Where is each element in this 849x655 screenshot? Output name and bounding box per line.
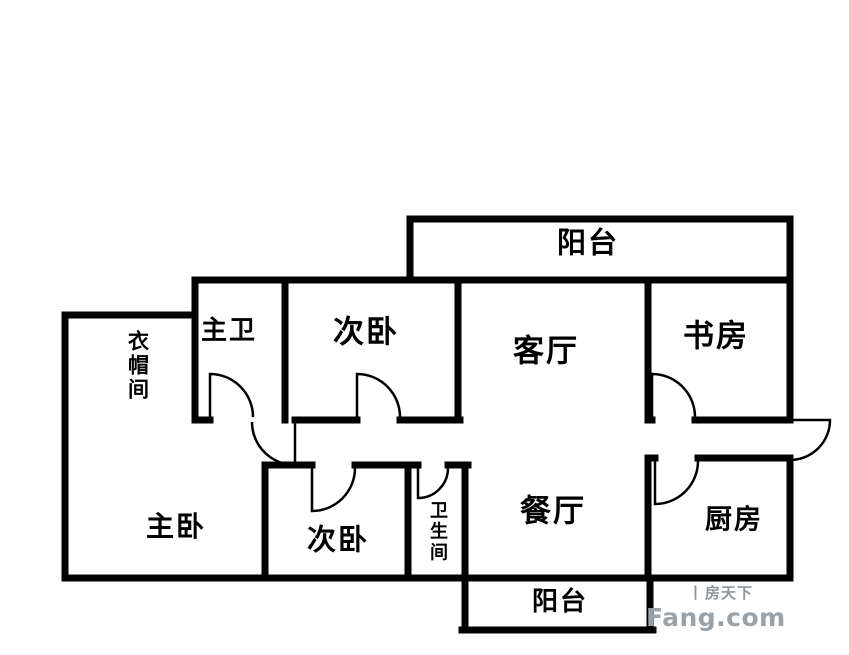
room-label-cloakroom: 衣帽间: [125, 330, 150, 402]
walls: [61, 215, 794, 634]
room-label-master-bedroom: 主卧: [145, 510, 207, 543]
watermark-fang: 丨 房天下 Fang.com: [646, 582, 806, 632]
room-label-bedroom-second-top: 次卧: [333, 314, 399, 351]
door-arc-entry: [789, 418, 832, 462]
door-arc-bedroom-second-bottom: [310, 467, 357, 513]
door-arc-master-bath: [208, 372, 255, 418]
room-label-master-bath: 主卫: [200, 316, 258, 346]
watermark-separator: 丨: [688, 584, 705, 602]
room-label-living-room: 客厅: [513, 333, 579, 370]
room-label-balcony-top: 阳台: [556, 225, 620, 260]
doors: [208, 372, 832, 513]
door-arc-kitchen: [653, 460, 700, 506]
door-arc-bedroom-second-top: [355, 372, 402, 418]
door-arc-bathroom: [416, 467, 450, 500]
wall-outline: [61, 215, 794, 634]
room-label-bathroom: 卫生间: [427, 500, 448, 564]
door-arc-study: [650, 372, 697, 418]
room-label-balcony-bottom: 阳台: [531, 587, 589, 617]
room-label-study: 书房: [683, 318, 749, 355]
watermark-brand-cn-text: 房天下: [705, 584, 754, 602]
watermark-brand-en: Fang.com: [646, 603, 786, 632]
room-label-dining-room: 餐厅: [520, 493, 586, 530]
watermark-brand-cn: 丨 房天下: [688, 582, 806, 603]
room-label-bedroom-second-bottom: 次卧: [306, 522, 370, 557]
door-arc-master-bedroom: [250, 421, 297, 467]
room-label-kitchen: 厨房: [705, 504, 763, 536]
